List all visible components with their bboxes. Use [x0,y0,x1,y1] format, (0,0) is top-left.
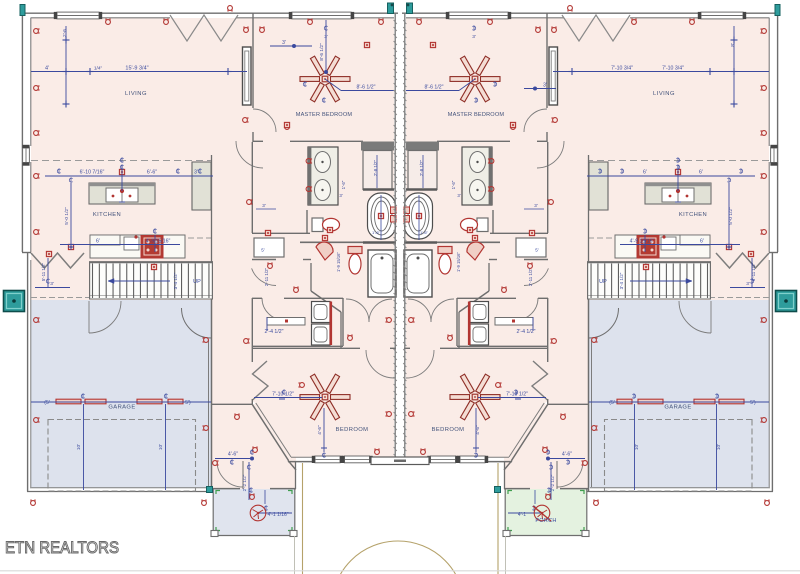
svg-text:5'-11 1/2": 5'-11 1/2" [41,262,46,281]
svg-text:3': 3' [282,40,286,46]
svg-text:GARAGE: GARAGE [108,405,135,411]
svg-text:2'-2 1/2": 2'-2 1/2" [242,474,247,491]
svg-text:3'-4 1/2": 3'-4 1/2" [173,272,178,289]
svg-text:8'-6 1/2": 8'-6 1/2" [357,85,376,91]
svg-text:10': 10' [76,444,82,450]
svg-text:3': 3' [324,34,328,40]
svg-text:3': 3' [194,170,198,176]
svg-text:5'-0 1/2": 5'-0 1/2" [728,207,734,225]
svg-text:LIVING: LIVING [125,91,147,97]
svg-text:1'-9 15/16": 1'-9 15/16" [336,251,341,271]
svg-text:7'-10 3/4": 7'-10 3/4" [662,66,684,72]
svg-text:8'-6 1/2": 8'-6 1/2" [319,43,325,61]
svg-text:5'): 5') [185,400,191,406]
svg-text:4'-6": 4'-6" [562,452,572,458]
svg-text:3': 3' [534,203,538,208]
svg-text:4'-6": 4'-6" [317,425,323,435]
svg-text:KITCHEN: KITCHEN [679,212,707,218]
svg-text:BEDROOM: BEDROOM [336,427,369,433]
svg-text:KITCHEN: KITCHEN [93,212,121,218]
svg-text:PORCH: PORCH [535,518,556,524]
svg-text:10': 10' [634,444,640,450]
svg-text:6': 6' [699,170,703,176]
svg-text:8': 8' [730,43,736,47]
svg-text:3': 3' [339,193,342,198]
svg-text:2'-11 1/2": 2'-11 1/2" [528,267,533,286]
svg-text:8'-6 1/2": 8'-6 1/2" [425,85,444,91]
svg-text:10': 10' [716,444,722,450]
svg-text:3': 3' [50,281,54,287]
svg-text:UP: UP [193,279,201,285]
svg-text:3': 3' [457,193,460,198]
svg-text:MASTER BEDROOM: MASTER BEDROOM [448,112,505,118]
svg-text:5'): 5') [750,400,756,406]
svg-text:3': 3' [543,83,547,89]
svg-text:15'-9 3/4": 15'-9 3/4" [125,66,148,72]
svg-text:7'-10 3/4": 7'-10 3/4" [611,66,633,72]
svg-text:4'-9 15/16": 4'-9 15/16" [146,239,171,245]
svg-text:ETN REALTORS: ETN REALTORS [5,539,119,557]
svg-text:7'-10 1/2": 7'-10 1/2" [506,392,528,398]
svg-text:4'-1 1/16": 4'-1 1/16" [267,512,288,518]
svg-text:2'-6: 2'-6 [62,29,68,37]
svg-text:4'-9 15/16": 4'-9 15/16" [630,239,655,245]
svg-text:5'-11 1/2": 5'-11 1/2" [751,262,756,281]
svg-text:(5': (5' [44,400,49,406]
svg-text:1'-9 15/16": 1'-9 15/16" [456,251,461,271]
svg-text:(5': (5' [609,400,614,406]
svg-text:6': 6' [96,239,100,245]
svg-text:2'-11 1/2": 2'-11 1/2" [264,267,269,286]
svg-text:3': 3' [472,34,476,40]
svg-text:1'-6": 1'-6" [372,230,381,235]
svg-text:5'-0 1/2": 5'-0 1/2" [64,207,70,225]
svg-text:5': 5' [535,248,539,253]
svg-text:10': 10' [158,444,164,450]
svg-text:BEDROOM: BEDROOM [432,427,465,433]
svg-text:GARAGE: GARAGE [664,405,691,411]
svg-text:2'-4 1/2": 2'-4 1/2" [517,329,536,335]
svg-text:4'-1: 4'-1 [518,512,526,518]
svg-text:6': 6' [700,239,704,245]
svg-text:UP: UP [599,279,607,285]
svg-text:6'-6": 6'-6" [147,170,157,176]
svg-text:1/4": 1/4" [94,66,103,72]
svg-text:2'-4 1/2": 2'-4 1/2" [265,329,284,335]
svg-text:4'-6": 4'-6" [228,452,238,458]
svg-text:2'-2 1/2": 2'-2 1/2" [550,474,555,491]
svg-text:3': 3' [746,281,750,287]
svg-text:1'-6": 1'-6" [451,180,456,189]
svg-text:3': 3' [262,203,266,208]
svg-text:4'-6": 4'-6" [475,425,481,435]
svg-text:3'-4 1/2": 3'-4 1/2" [619,272,624,289]
svg-text:MASTER BEDROOM: MASTER BEDROOM [296,112,353,118]
svg-text:5': 5' [261,248,265,253]
svg-text:2'-8 1/2": 2'-8 1/2" [419,160,424,177]
svg-text:1'-6": 1'-6" [420,230,429,235]
svg-text:6': 6' [643,170,647,176]
svg-text:1'-6": 1'-6" [341,180,346,189]
svg-text:7'-10 1/2": 7'-10 1/2" [272,392,294,398]
svg-text:4': 4' [45,66,49,72]
svg-text:LIVING: LIVING [653,91,675,97]
svg-text:2'-8 1/2": 2'-8 1/2" [373,160,378,177]
svg-text:6'-10 7/16": 6'-10 7/16" [80,170,105,176]
